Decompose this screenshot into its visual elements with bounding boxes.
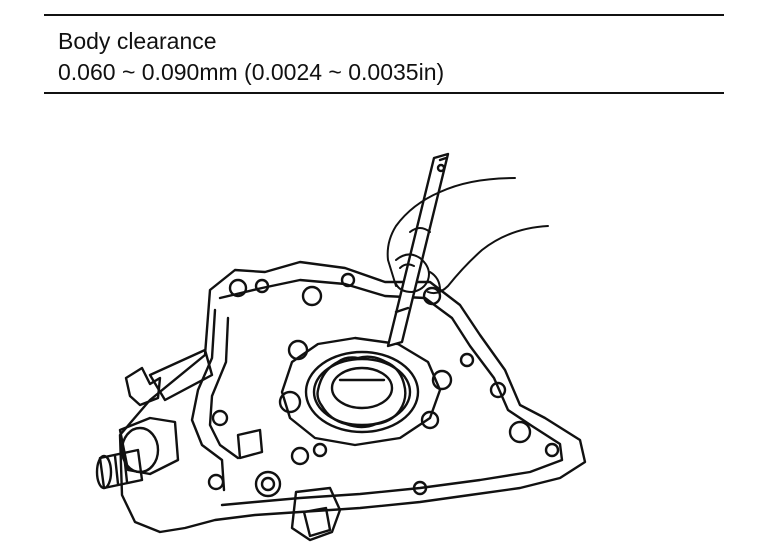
spec-value: 0.060 ~ 0.090mm (0.0024 ~ 0.0035in) [58,59,445,85]
specification-box: Body clearance 0.060 ~ 0.090mm (0.0024 ~… [44,14,724,94]
oil-pump-illustration [0,100,768,560]
bottom-boss [236,428,342,542]
outlet-bracket [95,348,214,490]
spec-title: Body clearance [58,28,217,54]
rotor-recess [278,336,453,458]
feeler-gauge-icon [386,152,450,348]
hand-illustration [386,177,549,295]
pump-housing [118,260,587,534]
